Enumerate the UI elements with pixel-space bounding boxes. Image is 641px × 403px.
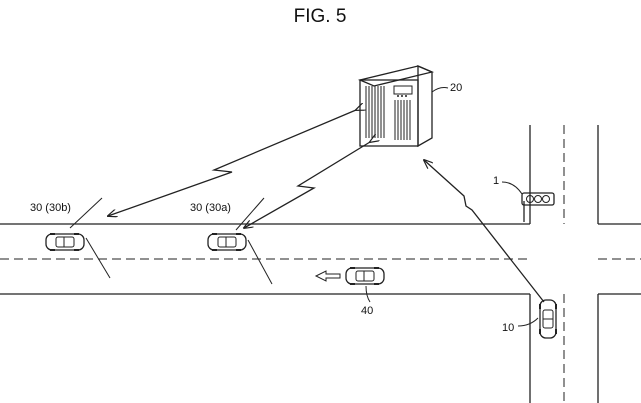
signal-leader xyxy=(501,181,523,195)
uplink-vehicle-10 xyxy=(424,160,545,303)
wireless-link-30a xyxy=(244,142,370,228)
vehicle-10-label: 10 xyxy=(502,322,514,334)
sensor-beam-30b-lower xyxy=(85,237,111,279)
vehicle-10-leader xyxy=(517,317,539,327)
signal-label: 1 xyxy=(493,175,499,187)
vertical-road xyxy=(529,125,599,403)
vehicle-30b-label: 30 (30b) xyxy=(30,202,71,214)
server-cabinet: 20 xyxy=(357,65,462,148)
vehicle-10 xyxy=(539,299,557,339)
direction-arrow-icon xyxy=(314,270,341,282)
server-label: 20 xyxy=(450,82,462,94)
traffic-signal: 1 xyxy=(493,175,555,222)
vehicle-40 xyxy=(345,267,385,285)
vehicle-30a xyxy=(207,233,247,251)
sensor-beam-30a-lower xyxy=(247,239,273,285)
vehicle-30a-label: 30 (30a) xyxy=(190,202,231,214)
sensor-beam-30b xyxy=(69,197,103,229)
wireless-link-30b xyxy=(108,110,356,216)
horizontal-road xyxy=(0,223,641,295)
server-leader xyxy=(431,87,449,93)
figure-title: FIG. 5 xyxy=(294,6,347,27)
vehicle-30b xyxy=(45,233,85,251)
sensor-beam-30a xyxy=(235,197,265,231)
vehicle-40-leader xyxy=(365,285,371,303)
vehicle-40-label: 40 xyxy=(361,305,373,317)
